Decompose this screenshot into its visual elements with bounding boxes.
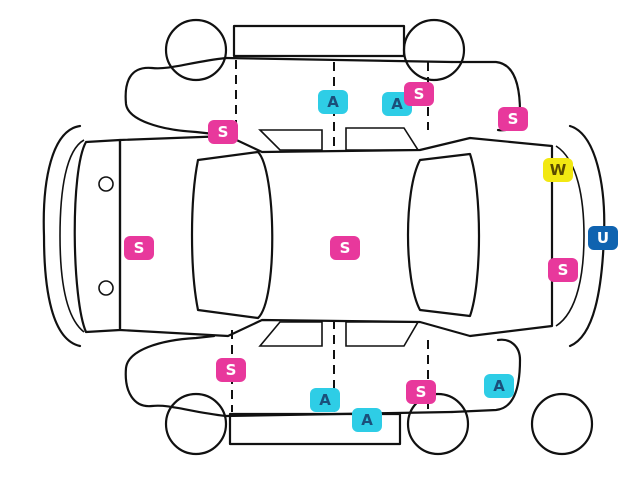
rear-window [190, 150, 274, 320]
top-side-body-mid [224, 56, 454, 64]
rear-end [73, 138, 122, 334]
damage-marker-s[interactable]: S [216, 358, 246, 382]
damage-marker-a[interactable]: A [318, 90, 348, 114]
bottom-front-wheel [406, 392, 470, 456]
damage-marker-s[interactable]: S [404, 82, 434, 106]
damage-marker-s[interactable]: S [124, 236, 154, 260]
damage-marker-s[interactable]: S [208, 120, 238, 144]
damage-marker-s[interactable]: S [330, 236, 360, 260]
side-window-bottom-right [345, 321, 420, 347]
damage-marker-a[interactable]: A [310, 388, 340, 412]
top-rear-wheel [164, 18, 228, 82]
rear-light-bottom [98, 280, 114, 296]
windshield [406, 152, 481, 318]
damage-marker-a[interactable]: A [484, 374, 514, 398]
side-window-top-right [345, 127, 420, 151]
rear-light-top [98, 176, 114, 192]
rear-bumper-inner [59, 139, 85, 333]
damage-marker-s[interactable]: S [548, 258, 578, 282]
spare-wheel [530, 392, 594, 456]
damage-marker-u[interactable]: U [588, 226, 618, 250]
damage-marker-w[interactable]: W [543, 158, 573, 182]
damage-marker-s[interactable]: S [406, 380, 436, 404]
main-body-outline [118, 134, 554, 338]
side-window-top-left [258, 129, 323, 151]
damage-marker-s[interactable]: S [498, 107, 528, 131]
bottom-side-body [124, 334, 522, 418]
bottom-roof-outline [228, 412, 402, 446]
rear-bumper [42, 124, 82, 348]
top-roof-outline [232, 24, 406, 58]
damage-marker-a[interactable]: A [352, 408, 382, 432]
bottom-rear-wheel [164, 392, 228, 456]
side-window-bottom-left [258, 321, 323, 347]
